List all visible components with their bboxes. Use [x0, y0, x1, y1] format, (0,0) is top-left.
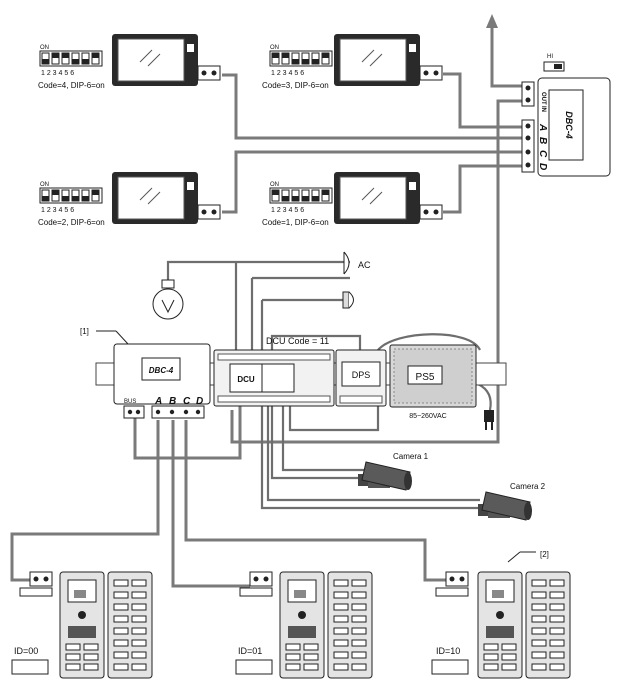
dip-switch-icon: ON 1 2 3 4 5 6 — [269, 45, 333, 77]
monitor-screen-icon — [112, 172, 198, 224]
port-c-label: C — [537, 150, 548, 158]
hi-switch-icon: HI — [543, 54, 565, 72]
terminal-block-icon — [445, 571, 469, 587]
dbc4-name: DBC-4 — [564, 111, 574, 139]
dip-switch-icon — [19, 587, 53, 597]
dip-switch-icon: ON 1 2 3 4 5 6 — [39, 45, 103, 77]
dps-name: DPS — [352, 370, 371, 380]
terminal-block-icon — [419, 204, 443, 220]
door-station-id00: ID=00 — [11, 571, 153, 679]
port-c-label: C — [183, 396, 191, 407]
camera-2: Camera 2 — [478, 482, 546, 521]
cctv-camera-icon — [358, 461, 412, 491]
monitor-code-label: Code=4, DIP-6=on — [38, 81, 105, 90]
call-buttons-panel-icon — [107, 571, 153, 679]
door-id-label: ID=10 — [436, 646, 460, 656]
terminal-block-icon — [197, 65, 221, 81]
dip-numbers: 1 2 3 4 5 6 — [271, 70, 304, 77]
call-buttons-panel-icon — [327, 571, 373, 679]
monitor-unit-1: ON 1 2 3 4 5 6 Code=1, DIP-6=on — [262, 172, 443, 227]
monitor-screen-icon — [112, 34, 198, 86]
door-station-id10: [2] ID=10 — [431, 550, 571, 679]
dbc4-label-panel — [548, 89, 584, 161]
out-label: OUT — [540, 92, 546, 105]
dbc4-terminals — [521, 81, 535, 173]
wires — [10, 14, 522, 588]
ref-1-label: [1] — [80, 327, 89, 336]
dbc4-terminals — [123, 405, 205, 419]
dip-switch-icon — [239, 587, 273, 597]
in-label: IN — [540, 106, 546, 112]
port-a-label: A — [537, 123, 548, 131]
door-id-label: ID=01 — [238, 646, 262, 656]
dip-numbers: 1 2 3 4 5 6 — [271, 207, 304, 214]
dbc4-label-panel — [141, 357, 181, 381]
dcu-unit: DCU Code = 11 DCU — [213, 336, 335, 407]
dip-switch-icon: ON 1 2 3 4 5 6 — [269, 182, 333, 214]
dip-on-label: ON — [270, 182, 279, 188]
door-id-label: ID=00 — [14, 646, 38, 656]
terminal-block-icon — [29, 571, 53, 587]
dbc4-name: DBC-4 — [149, 366, 174, 375]
monitor-unit-2: ON 1 2 3 4 5 6 Code=2, DIP-6=on — [38, 172, 221, 227]
port-a-label: A — [154, 396, 162, 407]
terminal-block-icon — [197, 204, 221, 220]
call-buttons-panel-icon — [525, 571, 571, 679]
terminal-block-icon — [249, 571, 273, 587]
ac-terminal-icon — [343, 251, 350, 275]
ps5-name: PS5 — [416, 372, 435, 383]
camera-panel-icon — [279, 571, 325, 679]
dcu-name: DCU — [237, 375, 255, 384]
monitor-unit-3: ON 1 2 3 4 5 6 Code=3, DIP-6=on — [262, 34, 443, 90]
dip-on-label: ON — [40, 45, 49, 51]
cctv-camera-icon — [478, 491, 532, 521]
camera-panel-icon — [477, 571, 523, 679]
camera-1: Camera 1 — [358, 452, 429, 491]
monitor-screen-icon — [334, 34, 420, 86]
dip-switch-icon — [235, 659, 273, 675]
dip-switch-icon — [435, 587, 469, 597]
monitor-code-label: Code=2, DIP-6=on — [38, 218, 105, 227]
bus-label: BUS — [124, 399, 136, 405]
ps5-power-supply: PS5 85~260VAC — [389, 344, 494, 430]
dps-unit: DPS — [335, 349, 387, 407]
dip-switch-icon: ON 1 2 3 4 5 6 — [39, 182, 103, 214]
lightbulb-icon — [152, 279, 184, 320]
monitor-screen-icon — [334, 172, 420, 224]
voltage-label: 85~260VAC — [409, 413, 446, 420]
ref-2-label: [2] — [540, 550, 549, 559]
dip-numbers: 1 2 3 4 5 6 — [41, 70, 74, 77]
middle-dbc4-distributor: [1] DBC-4 BUS A B C D — [80, 327, 211, 419]
port-b-label: B — [537, 137, 548, 144]
port-b-label: B — [169, 396, 176, 407]
dip-switch-icon — [431, 659, 469, 675]
dip-on-label: ON — [40, 182, 49, 188]
monitor-code-label: Code=1, DIP-6=on — [262, 218, 329, 227]
door-station-id01: ID=01 — [235, 571, 373, 679]
camera-panel-icon — [59, 571, 105, 679]
camera-1-label: Camera 1 — [393, 452, 429, 461]
port-d-label: D — [537, 163, 548, 170]
power-plug-icon — [484, 410, 494, 430]
lock-plug-icon — [342, 291, 354, 309]
ac-label: AC — [358, 260, 371, 270]
dcu-code-label: DCU Code = 11 — [266, 336, 329, 346]
monitor-unit-4: ON 1 2 3 4 5 6 Code=4, DIP-6=on — [38, 34, 221, 90]
dip-on-label: ON — [270, 45, 279, 51]
top-dbc4-distributor: HI DBC-4 OUT IN A B C D — [521, 54, 611, 177]
camera-2-label: Camera 2 — [510, 482, 546, 491]
terminal-block-icon — [419, 65, 443, 81]
dip-numbers: 1 2 3 4 5 6 — [41, 207, 74, 214]
monitor-code-label: Code=3, DIP-6=on — [262, 81, 329, 90]
dip-switch-icon — [11, 659, 49, 675]
hi-switch-label: HI — [547, 54, 553, 60]
port-d-label: D — [196, 396, 203, 407]
